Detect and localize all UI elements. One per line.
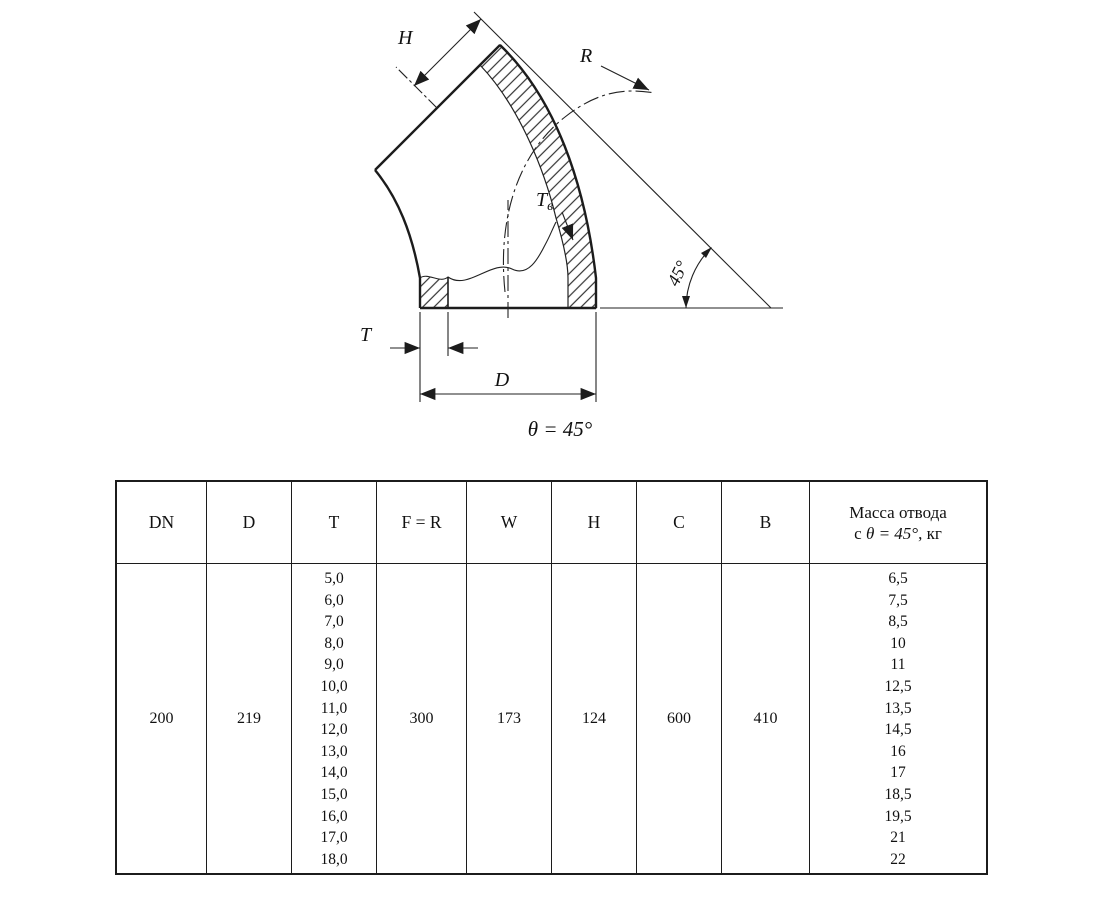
tb-dimension-label: Тв	[536, 189, 553, 214]
mass-header-theta: θ = 45°	[865, 523, 919, 543]
col-header-dn: DN	[117, 482, 207, 564]
col-header-d-label: D	[242, 512, 256, 532]
elbow-outer-edge-right	[499, 44, 598, 308]
col-header-t-label: T	[328, 512, 340, 532]
b-value: 410	[753, 710, 778, 727]
col-header-f-r: F = R	[377, 482, 467, 564]
table-cell-line: 8,5	[888, 613, 908, 631]
break-line	[419, 221, 557, 282]
table-cell-line: 13,5	[884, 699, 912, 717]
elbow-drawing-canvas: H R Тв 45° T D θ = 45°	[360, 11, 783, 441]
table-cell-line: 6,0	[324, 591, 344, 609]
table-cell-line: 14,5	[884, 721, 912, 739]
elbow-drawing: H R Тв 45° T D θ = 45°	[360, 11, 783, 441]
col-header-w: W	[467, 482, 552, 564]
col-header-f-r-label: F = R	[401, 512, 442, 532]
table-cell-line: 17,0	[320, 829, 348, 847]
col-header-b: B	[722, 482, 810, 564]
h-value: 124	[582, 710, 606, 727]
dn-value: 200	[149, 710, 174, 727]
col-header-w-label: W	[500, 512, 518, 532]
d-value: 219	[237, 710, 261, 727]
table-cell-line: 6,5	[888, 570, 908, 587]
table-cell-line: 10,0	[320, 677, 348, 695]
cell-d-value: 219	[207, 564, 292, 873]
cell-dn-value: 200	[117, 564, 207, 873]
elbow-angled-face	[374, 44, 501, 171]
angle-value-label: 45°	[663, 258, 692, 289]
bend-wall-section-hatch	[479, 44, 597, 309]
cell-f-r-value: 300	[377, 564, 467, 873]
angled-plane-construction-line	[473, 11, 772, 309]
angle-dimension-arc	[685, 247, 712, 309]
table-cell-line: 22	[890, 850, 906, 868]
table-cell-line: 16,0	[320, 807, 348, 825]
cell-w-value: 173	[467, 564, 552, 873]
mass-header-line1: Масса отвода	[849, 502, 947, 522]
mass-header-suffix: , кг	[918, 523, 942, 543]
table-cell-line: 15,0	[320, 785, 348, 803]
table-cell-line: 21	[890, 829, 906, 847]
col-header-t: T	[292, 482, 377, 564]
table-cell-line: 11	[890, 656, 906, 674]
table-cell-line: 16	[890, 742, 906, 760]
d-dimension-label: D	[494, 369, 510, 391]
r-dimension-label: R	[579, 45, 592, 67]
h-dimension-label: H	[397, 27, 414, 49]
table-cell-line: 11,0	[320, 699, 348, 717]
table-cell-line: 17	[890, 764, 906, 782]
table-cell-line: 5,0	[324, 570, 344, 587]
table-cell-line: 8,0	[324, 634, 344, 652]
elbow-outer-edge-left	[374, 169, 422, 308]
table-cell-line: 18,5	[884, 785, 912, 803]
cell-h-value: 124	[552, 564, 637, 873]
col-header-d: D	[207, 482, 292, 564]
cell-b-value: 410	[722, 564, 810, 873]
col-header-h: H	[552, 482, 637, 564]
c-value: 600	[667, 710, 691, 727]
f-r-value: 300	[409, 710, 434, 727]
w-value: 173	[497, 710, 521, 727]
mass-header-line2: с θ = 45°, кг	[854, 523, 942, 544]
col-header-mass: Масса отвода с θ = 45°, кг	[810, 482, 986, 564]
col-header-c-label: C	[673, 512, 685, 532]
theta-note: θ = 45°	[528, 417, 593, 441]
left-wall-section-hatch	[420, 276, 448, 308]
mass-header-prefix: с	[854, 523, 866, 543]
col-header-b-label: B	[759, 512, 772, 532]
cell-c-value: 600	[637, 564, 722, 873]
col-header-h-label: H	[587, 512, 601, 532]
table-cell-line: 7,0	[324, 613, 344, 631]
col-header-c: C	[637, 482, 722, 564]
r-leader-line	[600, 65, 650, 91]
cell-t-values: 5,0 6,0 7,0 8,0 9,0 10,0 11,0 12,0 13,0 14,0 15,0 1…	[292, 564, 377, 873]
table-cell-line: 7,5	[888, 591, 908, 609]
col-header-dn-label: DN	[148, 512, 175, 532]
h-dimension-line	[413, 18, 482, 87]
tb-leader-line	[561, 211, 574, 241]
t-dimension-label: T	[360, 324, 373, 346]
angle-arc-arrowhead-bottom	[682, 296, 690, 308]
table-cell-line: 12,5	[884, 677, 912, 695]
table-cell-line: 18,0	[320, 850, 348, 868]
dimension-table: DN D T F = R W H C B Масса отвода с θ = …	[115, 480, 988, 875]
table-cell-line: 12,0	[320, 721, 348, 739]
table-cell-line: 14,0	[320, 764, 348, 782]
table-cell-line: 9,0	[324, 656, 344, 674]
table-cell-line: 19,5	[884, 807, 912, 825]
cell-mass-values: 6,5 7,5 8,5 10 11 12,5 13,5 14,5 16 17 18,5 19,5 21 2…	[810, 564, 986, 873]
table-cell-line: 13,0	[320, 742, 348, 760]
axis-extension-line	[395, 66, 438, 109]
table-cell-line: 10	[890, 634, 906, 652]
bend-radius-centerline-arc	[502, 90, 656, 293]
angle-arc-arrowhead-top	[701, 247, 712, 258]
